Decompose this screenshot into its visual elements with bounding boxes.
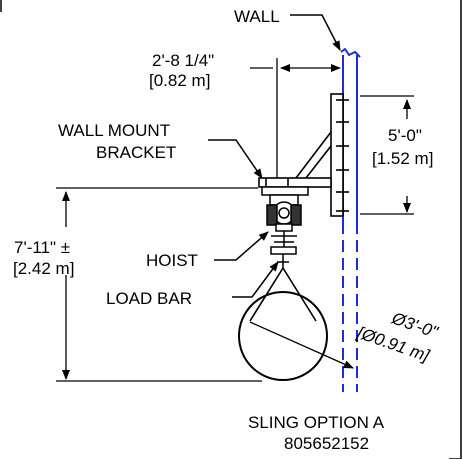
load-bar-leader — [232, 261, 279, 298]
diameter-label-group: Ø3'-0" [Ø0.91 m] — [354, 308, 441, 366]
bracket-height-dimension — [360, 95, 414, 215]
load-bar-label: LOAD BAR — [106, 289, 192, 308]
wall-plate — [330, 93, 349, 217]
part-number: 805652152 — [284, 434, 369, 453]
hoist — [261, 186, 309, 247]
reach-label-ft: 2'-8 1/4" — [152, 51, 214, 70]
bracket-leader — [208, 139, 263, 179]
mount-height-label-ft: 7'-11" ± — [14, 238, 70, 257]
bracket-label-line2: BRACKET — [96, 143, 176, 162]
mount-height-dimension — [56, 187, 262, 382]
bracket-arm — [258, 131, 332, 188]
diameter-leader — [249, 321, 354, 369]
sling — [249, 267, 317, 322]
load-bar — [270, 246, 297, 268]
mount-height-label-m: [2.42 m] — [13, 259, 74, 278]
reach-dimension — [250, 58, 341, 186]
wall-leader — [290, 14, 341, 51]
hoist-label: HOIST — [146, 251, 198, 270]
bracket-label-line1: WALL MOUNT — [58, 121, 170, 140]
wall-label: WALL — [234, 7, 280, 26]
drawing-title: SLING OPTION A — [248, 413, 385, 432]
reach-label-m: [0.82 m] — [149, 71, 210, 90]
bracket-height-label-ft: 5'-0" — [388, 126, 422, 145]
bracket-height-label-m: [1.52 m] — [372, 149, 433, 168]
hoist-leader — [214, 231, 269, 261]
pipe-load — [238, 291, 328, 381]
